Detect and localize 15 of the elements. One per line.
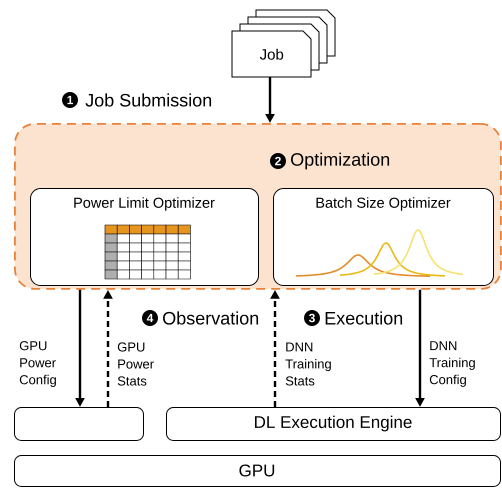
step-badge: 1 — [62, 92, 78, 108]
edge-label: Job Submission — [85, 93, 212, 107]
edge-label: DNN Training Config — [430, 341, 475, 387]
step-label: Execution — [326, 311, 402, 325]
component-box: DL Execution Engine — [166, 407, 501, 441]
step-badge: 4 — [142, 310, 158, 326]
step-badge: 3 — [304, 310, 320, 326]
job-card: Job — [232, 30, 312, 78]
edge-label: GPU Power Stats — [118, 342, 154, 386]
component-box: GPU — [14, 455, 501, 487]
optimizer-box: Batch Size Optimizer — [273, 188, 494, 286]
step-label: Observation — [163, 311, 258, 325]
edge-label: DNN Training Stats — [286, 342, 331, 386]
component-box — [14, 407, 144, 441]
edge-label: GPU Power Config — [20, 341, 56, 387]
